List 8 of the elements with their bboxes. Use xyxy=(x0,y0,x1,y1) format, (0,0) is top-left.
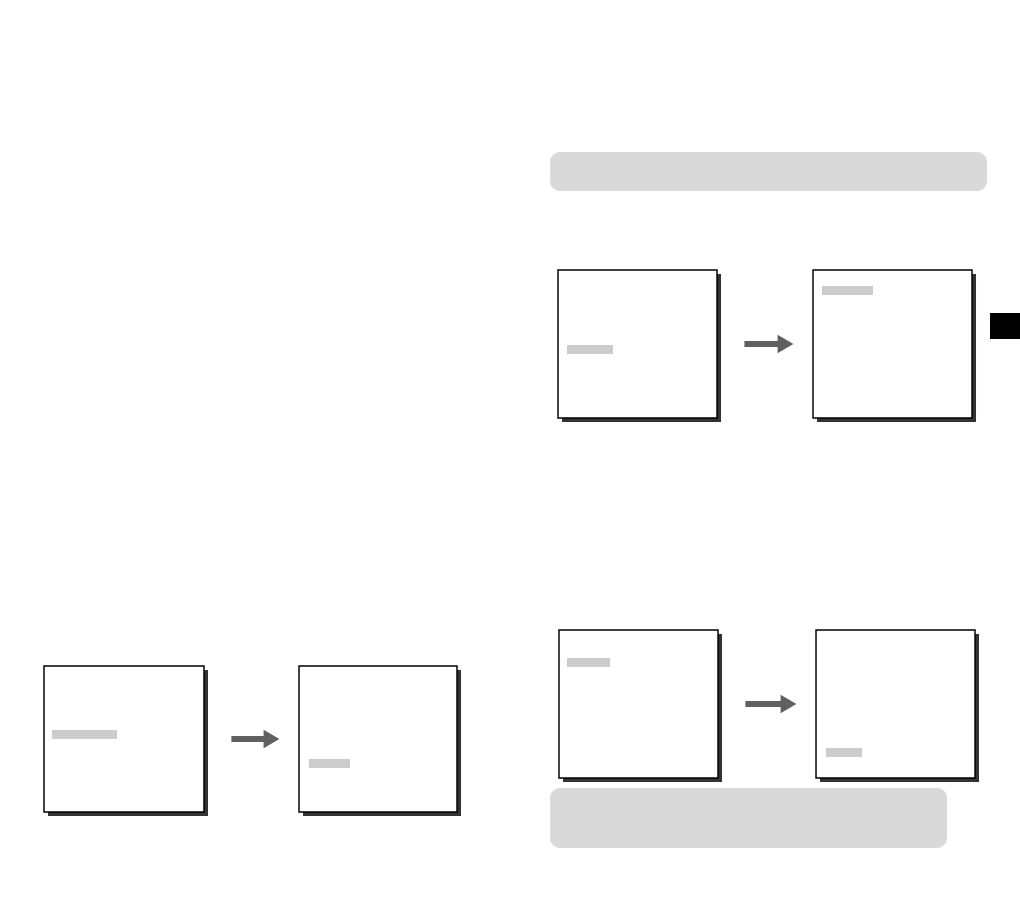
screen-box xyxy=(43,665,208,816)
note-band xyxy=(550,788,947,848)
screen-box xyxy=(557,269,721,422)
note-band xyxy=(550,152,987,191)
screen-box xyxy=(298,665,461,816)
screen-box xyxy=(558,629,722,782)
screen-box xyxy=(812,269,976,422)
screen-box xyxy=(815,629,979,782)
